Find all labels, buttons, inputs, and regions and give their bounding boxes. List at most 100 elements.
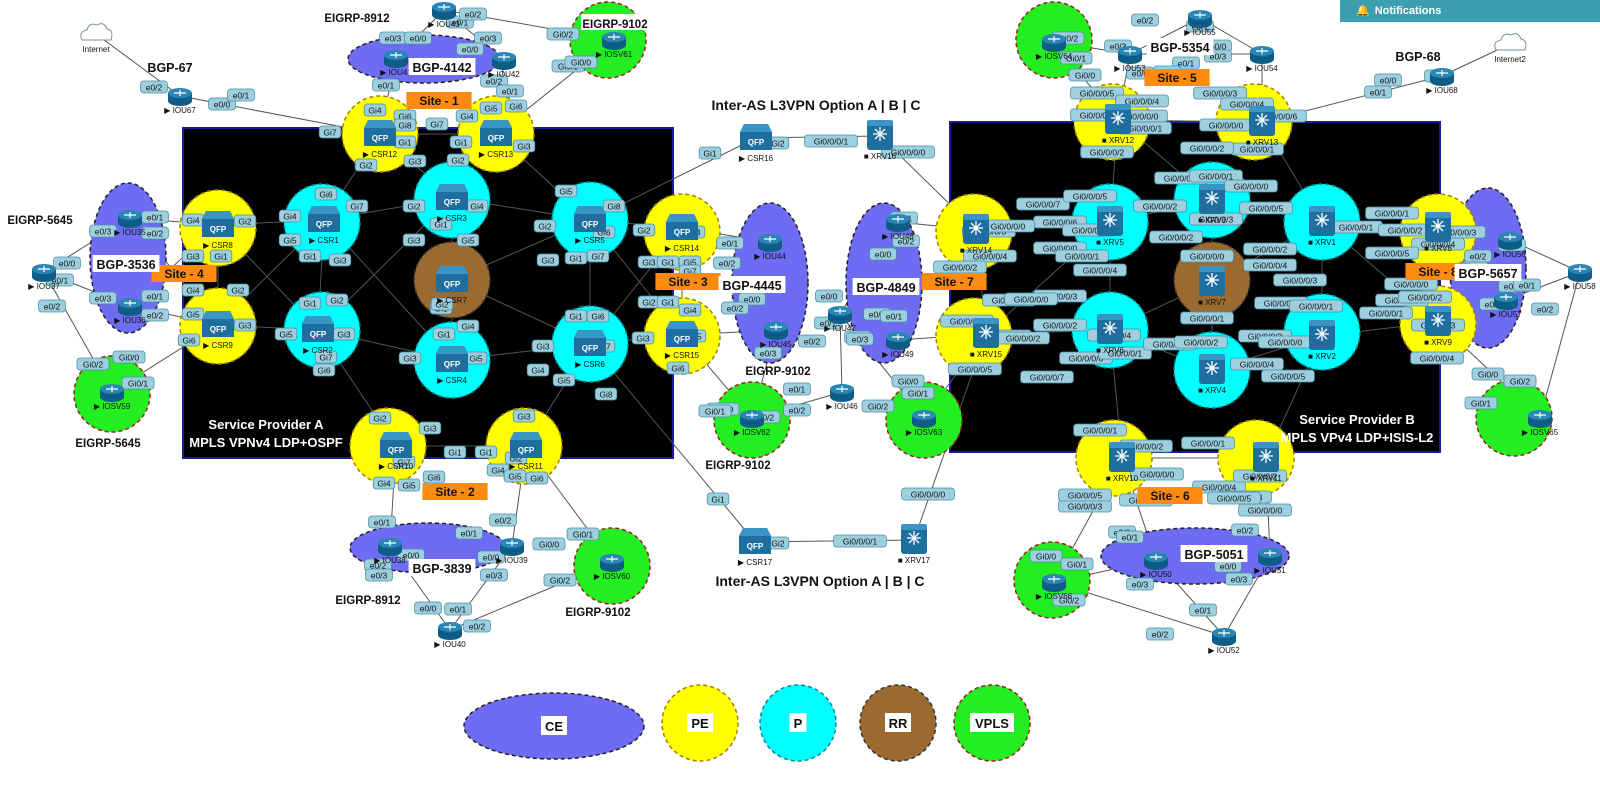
node-iou43[interactable]: ▶ IOU43 xyxy=(428,1,460,29)
node-xrv9[interactable]: ■ XRV9 xyxy=(1424,305,1452,347)
node-iosv62[interactable]: ▶ IOSV62 xyxy=(734,409,771,437)
node-csr2[interactable]: ▶ CSR2 xyxy=(302,316,334,355)
port-label: Gi3 xyxy=(332,327,356,341)
router-icon xyxy=(885,213,911,233)
node-xrv10[interactable]: ■ XRV10 xyxy=(1106,441,1139,483)
node-iou46[interactable]: ▶ IOU46 xyxy=(826,383,858,411)
svg-text:Gi0/0/0/2: Gi0/0/0/2 xyxy=(1129,441,1164,451)
node-iou56[interactable]: ▶ IOU56 xyxy=(1494,231,1526,259)
node-csr6[interactable]: ▶ CSR6 xyxy=(574,330,606,369)
port-label: Gi7 xyxy=(345,199,369,213)
node-xrv5[interactable]: ■ XRV5 xyxy=(1096,205,1124,247)
node-iosv64[interactable]: ▶ IOSV64 xyxy=(1036,33,1073,61)
node-iosv66[interactable]: ▶ IOSV66 xyxy=(1036,573,1073,601)
node-csr8[interactable]: ▶ CSR8 xyxy=(202,211,234,250)
svg-text:e0/1: e0/1 xyxy=(820,318,837,328)
node-iou39[interactable]: ▶ IOU39 xyxy=(496,537,528,565)
node-iou58[interactable]: ▶ IOU58 xyxy=(1564,263,1596,291)
node-csr10[interactable]: ▶ CSR10 xyxy=(379,432,414,471)
svg-text:e0/0: e0/0 xyxy=(821,291,838,301)
node-iou37[interactable]: ▶ IOU37 xyxy=(28,263,60,291)
node-iosv65[interactable]: ▶ IOSV65 xyxy=(1522,409,1559,437)
node-csr5[interactable]: ▶ CSR5 xyxy=(574,206,606,245)
svg-text:Gi0/0/0/2: Gi0/0/0/2 xyxy=(1184,337,1219,347)
svg-text:Gi0/0/0/3: Gi0/0/0/3 xyxy=(1080,110,1115,120)
node-iosv61[interactable]: ▶ IOSV61 xyxy=(596,31,633,59)
svg-text:e0/0: e0/0 xyxy=(214,99,231,109)
node-iosv60[interactable]: ▶ IOSV60 xyxy=(594,553,631,581)
node-iosv63[interactable]: ▶ IOSV63 xyxy=(906,409,943,437)
node-iosv59[interactable]: ▶ IOSV59 xyxy=(94,383,131,411)
node-xrv13[interactable]: ■ XRV13 xyxy=(1246,105,1279,147)
svg-text:Gi0/0/0/4: Gi0/0/0/4 xyxy=(1202,482,1237,492)
port-label: e0/1 xyxy=(783,382,811,396)
node-csr15[interactable]: ▶ CSR15 xyxy=(665,321,700,360)
node-iou47[interactable]: ▶ IOU47 xyxy=(824,305,856,333)
svg-text:Gi0/0: Gi0/0 xyxy=(571,57,592,67)
node-iou53[interactable]: ▶ IOU53 xyxy=(1114,45,1146,73)
svg-text:Gi0/0/0/6: Gi0/0/0/6 xyxy=(1043,217,1078,227)
node-iou45[interactable]: ▶ IOU45 xyxy=(760,321,792,349)
node-iou68[interactable]: ▶ IOU68 xyxy=(1426,67,1458,95)
node-csr17[interactable]: ▶ CSR17 xyxy=(738,528,773,567)
node-csr13[interactable]: ▶ CSR13 xyxy=(479,120,514,159)
node-iou52[interactable]: ▶ IOU52 xyxy=(1208,627,1240,655)
node-iou50[interactable]: ▶ IOU50 xyxy=(1140,551,1172,579)
node-iou48[interactable]: ▶ IOU48 xyxy=(882,213,914,241)
node-xrv1[interactable]: ■ XRV1 xyxy=(1308,205,1336,247)
node-csr1[interactable]: ▶ CSR1 xyxy=(308,206,340,245)
port-label: Gi0/2 xyxy=(546,27,580,41)
svg-text:Gi1: Gi1 xyxy=(711,494,725,504)
node-xrv6[interactable]: ■ XRV6 xyxy=(1096,313,1124,355)
node-iou44[interactable]: ▶ IOU44 xyxy=(754,233,786,261)
port-label: Gi2 xyxy=(226,283,250,297)
svg-text:Gi0/2: Gi0/2 xyxy=(1058,33,1079,43)
node-csr16[interactable]: ▶ CSR16 xyxy=(739,124,774,163)
node-iou35[interactable]: ▶ IOU35 xyxy=(114,209,146,237)
csr-icon xyxy=(740,124,772,150)
node-xrv7[interactable]: ■ XRV7 xyxy=(1198,265,1226,307)
node-xrv14[interactable]: ■ XRV14 xyxy=(960,213,993,255)
xrv-icon xyxy=(1108,441,1136,473)
svg-text:Gi2: Gi2 xyxy=(771,138,785,148)
port-label: Gi0/2 xyxy=(1503,374,1537,388)
node-label: ■ XRV3 xyxy=(1198,216,1226,225)
node-xrv17[interactable]: ■ XRV17 xyxy=(898,523,931,565)
router-icon xyxy=(827,305,853,325)
node-iou40[interactable]: ▶ IOU40 xyxy=(434,621,466,649)
svg-text:Gi0/0/0/1: Gi0/0/0/1 xyxy=(1065,251,1100,261)
port-label: Gi6 xyxy=(422,470,446,484)
svg-text:Gi0/0/0/1: Gi0/0/0/1 xyxy=(1339,222,1374,232)
node-iou36[interactable]: ▶ IOU36 xyxy=(114,297,146,325)
node-csr11[interactable]: ▶ CSR11 xyxy=(509,432,543,471)
node-iou42[interactable]: ▶ IOU42 xyxy=(488,51,520,79)
node-xrv4[interactable]: ■ XRV4 xyxy=(1198,353,1226,395)
node-xrv2[interactable]: ■ XRV2 xyxy=(1308,319,1336,361)
node-csr9[interactable]: ▶ CSR9 xyxy=(202,311,234,350)
port-label: Gi3 xyxy=(403,154,427,168)
node-xrv3[interactable]: ■ XRV3 xyxy=(1198,183,1226,225)
node-xrv8[interactable]: ■ XRV8 xyxy=(1424,211,1452,253)
svg-text:e0/3: e0/3 xyxy=(1485,299,1502,309)
node-xrv15[interactable]: ■ XRV15 xyxy=(970,317,1003,359)
node-iou67[interactable]: ▶ IOU67 xyxy=(164,87,196,115)
node-iou54[interactable]: ▶ IOU54 xyxy=(1246,45,1278,73)
node-csr12[interactable]: ▶ CSR12 xyxy=(363,120,398,159)
node-csr7[interactable]: ▶ CSR7 xyxy=(436,266,468,305)
node-xrv11[interactable]: ■ XRV11 xyxy=(1250,441,1282,483)
node-iou41[interactable]: ▶ IOU41 xyxy=(380,49,412,77)
notifications-bar[interactable]: 🔔Notifications xyxy=(1340,0,1600,22)
node-xrv12[interactable]: ■ XRV12 xyxy=(1102,103,1135,145)
node-label: ▶ IOSV59 xyxy=(94,402,131,411)
node-csr3[interactable]: ▶ CSR3 xyxy=(436,184,468,223)
node-iou57[interactable]: ▶ IOU57 xyxy=(1490,291,1522,319)
node-iou55[interactable]: ▶ IOU55 xyxy=(1184,9,1216,37)
node-xrv16[interactable]: ■ XRV16 xyxy=(864,119,897,161)
node-iou51[interactable]: ▶ IOU51 xyxy=(1254,547,1286,575)
node-iou38[interactable]: ▶ IOU38 xyxy=(374,537,406,565)
node-csr14[interactable]: ▶ CSR14 xyxy=(665,214,700,253)
port-label: Gi0/0/0/2 xyxy=(1033,318,1087,332)
node-iou49[interactable]: ▶ IOU49 xyxy=(882,331,914,359)
node-label: ▶ IOSV63 xyxy=(906,428,943,437)
node-csr4[interactable]: ▶ CSR4 xyxy=(436,346,468,385)
